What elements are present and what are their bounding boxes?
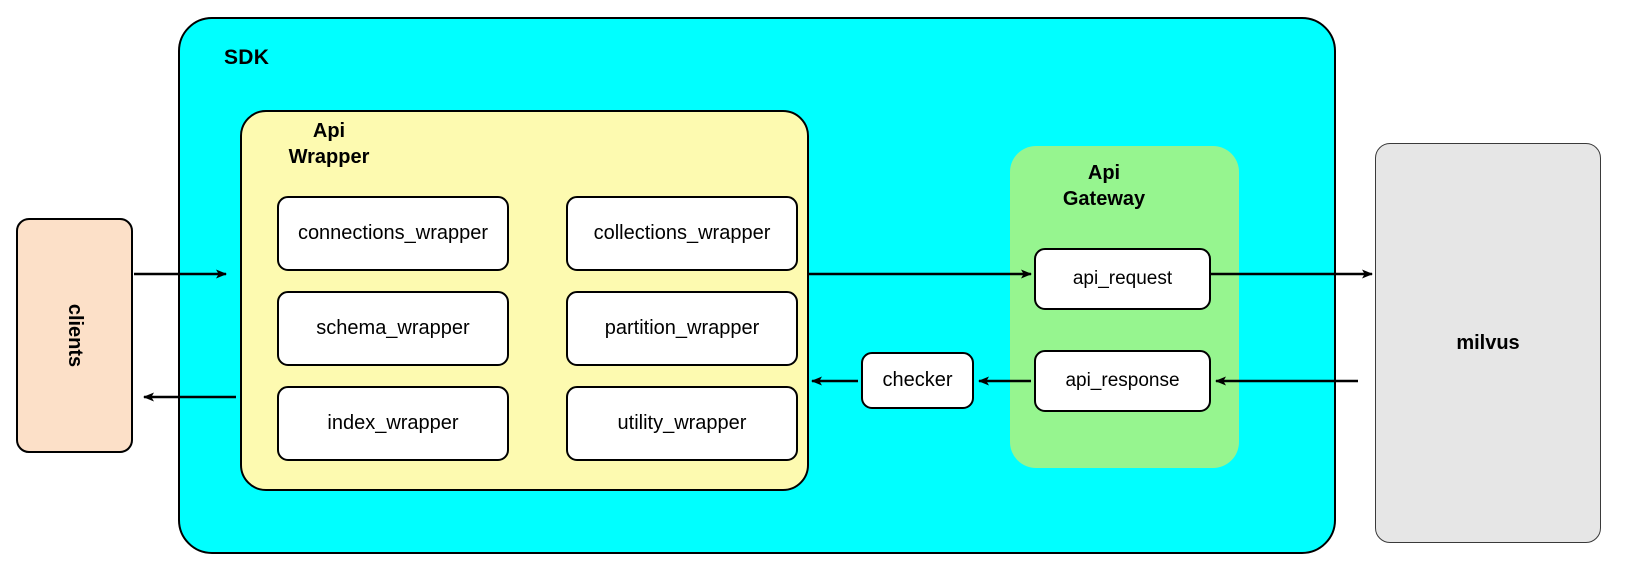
- node-connections-wrapper[interactable]: connections_wrapper: [277, 196, 509, 271]
- node-api-request[interactable]: api_request: [1034, 248, 1211, 310]
- api-gateway-label-line2: Gateway: [1062, 188, 1146, 210]
- node-label: partition_wrapper: [604, 317, 760, 339]
- node-label: schema_wrapper: [316, 317, 470, 339]
- node-collections-wrapper[interactable]: collections_wrapper: [566, 196, 798, 271]
- node-api-response[interactable]: api_response: [1034, 350, 1211, 412]
- node-label: api_response: [1065, 370, 1180, 391]
- node-checker[interactable]: checker: [861, 352, 974, 409]
- node-label: utility_wrapper: [617, 412, 747, 434]
- milvus-label: milvus: [1456, 331, 1520, 354]
- sdk-label: SDK: [224, 46, 270, 69]
- node-label: collections_wrapper: [593, 222, 771, 244]
- node-utility-wrapper[interactable]: utility_wrapper: [566, 386, 798, 461]
- clients-label: clients: [63, 303, 86, 368]
- node-label: index_wrapper: [327, 412, 459, 434]
- api-wrapper-label-line2: Wrapper: [288, 145, 370, 168]
- node-schema-wrapper[interactable]: schema_wrapper: [277, 291, 509, 366]
- node-label: checker: [882, 369, 953, 391]
- node-partition-wrapper[interactable]: partition_wrapper: [566, 291, 798, 366]
- api-gateway-label-line1: Api: [1087, 162, 1121, 184]
- node-label: api_request: [1072, 268, 1173, 289]
- api-gateway-label: Api Gateway: [1024, 160, 1184, 212]
- clients-node[interactable]: clients: [16, 218, 133, 453]
- node-label: connections_wrapper: [297, 222, 489, 244]
- api-wrapper-label: Api Wrapper: [254, 119, 404, 170]
- node-index-wrapper[interactable]: index_wrapper: [277, 386, 509, 461]
- api-wrapper-label-line1: Api: [312, 120, 346, 142]
- milvus-node[interactable]: milvus: [1375, 143, 1601, 543]
